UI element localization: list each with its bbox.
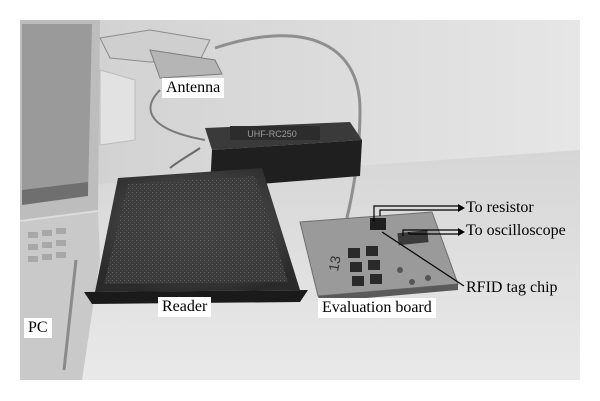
laptop xyxy=(20,20,100,380)
label-to-resistor: To resistor xyxy=(466,199,534,216)
label-antenna: Antenna xyxy=(162,78,225,98)
board-number: 13 xyxy=(325,254,343,272)
evaluation-board: 13 xyxy=(299,211,459,302)
device-label: UHF-RC250 xyxy=(247,129,297,139)
label-pc: PC xyxy=(24,318,52,338)
antenna xyxy=(99,29,223,79)
label-to-oscilloscope: To oscilloscope xyxy=(466,222,566,239)
label-evaluation-board: Evaluation board xyxy=(318,298,436,318)
callout-lines xyxy=(373,205,465,287)
label-rfid-tag-chip: RFID tag chip xyxy=(466,279,558,296)
label-reader: Reader xyxy=(158,297,212,317)
arrow-heads xyxy=(458,204,465,236)
reader-pad xyxy=(84,168,308,304)
